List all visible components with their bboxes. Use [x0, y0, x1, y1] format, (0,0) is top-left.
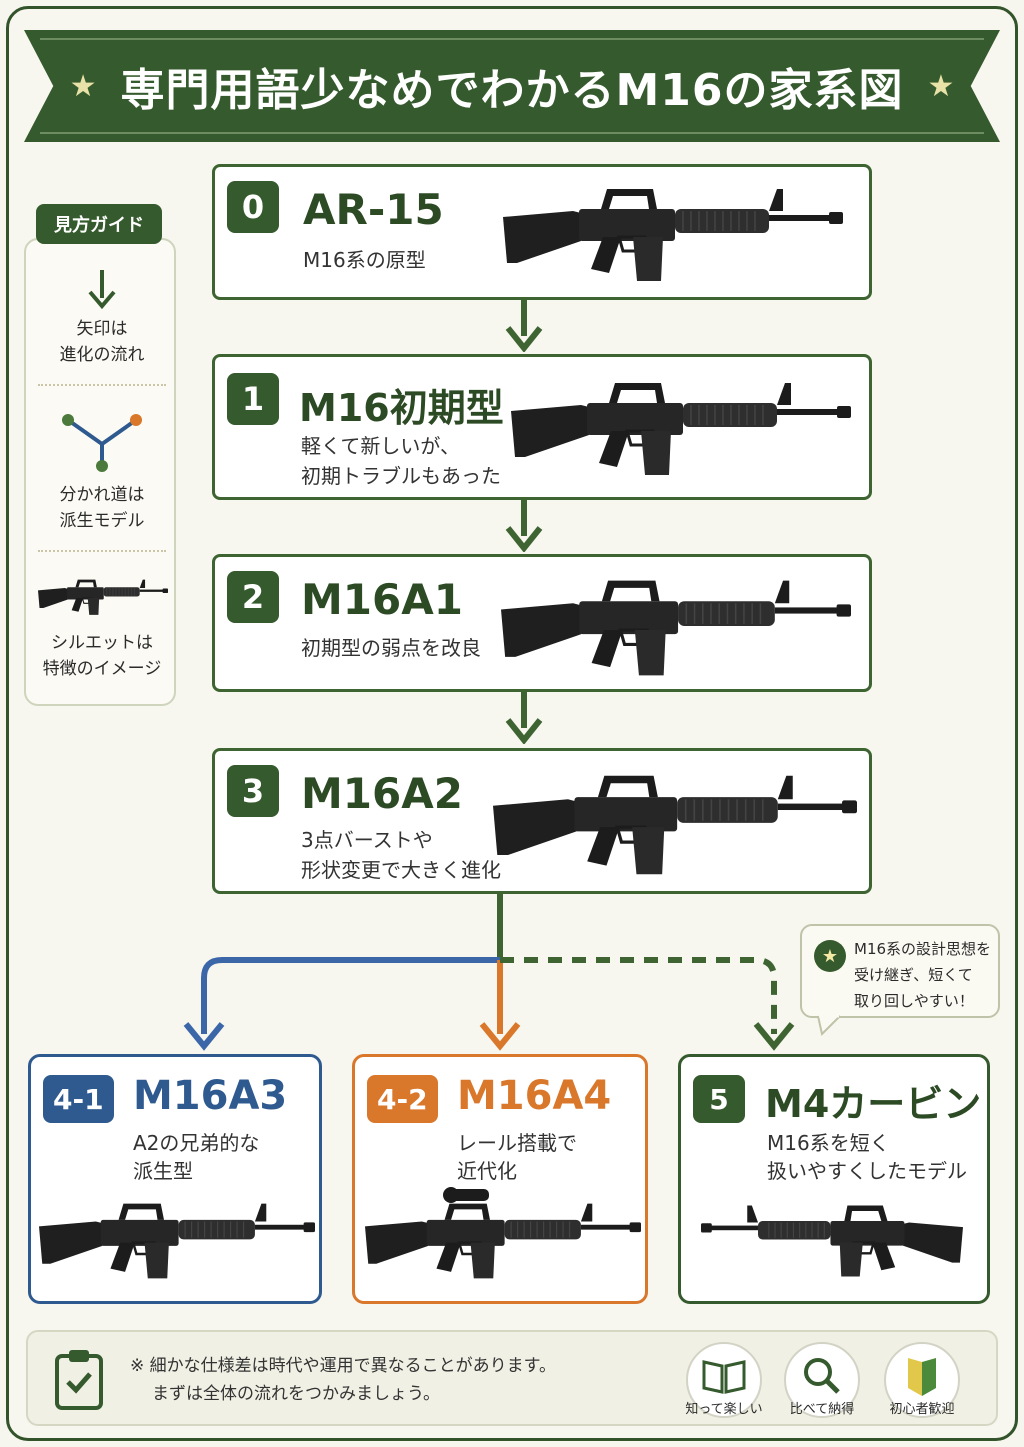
card-m16a1: 2 M16A1 初期型の弱点を改良	[212, 554, 872, 692]
card-title: M16A3	[133, 1073, 288, 1119]
step-number: 1	[227, 373, 279, 425]
down-arrow-icon	[88, 270, 116, 310]
footer-note: ※ 細かな仕様差は時代や運用で異なることがあります。 まずは全体の流れをつかみま…	[130, 1352, 556, 1408]
page-title: 専門用語少なめでわかるM16の家系図	[120, 65, 904, 116]
callout-line: M16系の設計思想を	[854, 940, 992, 958]
book-icon	[686, 1342, 762, 1418]
card-desc: レール搭載で 近代化	[457, 1129, 577, 1185]
card-title: M16初期型	[299, 386, 504, 430]
card-title: M16A4	[457, 1073, 612, 1119]
divider	[38, 384, 166, 386]
guide-panel: 矢印は 進化の流れ 分かれ道は 派生モデル シルエットは 特徴のイメージ	[24, 238, 176, 706]
callout-line: 取り回しやすい！	[854, 992, 974, 1010]
magnifier-icon	[784, 1342, 860, 1418]
variant-tag: 4-1	[43, 1075, 114, 1123]
footer-icon-label: 初心者歓迎	[889, 1402, 955, 1417]
card-m16-early: 1 M16初期型 軽くて新しいが、 初期トラブルもあった	[212, 354, 872, 500]
card-desc: A2の兄弟的な 派生型	[133, 1129, 259, 1185]
footer-icon-label: 比べて納得	[789, 1402, 855, 1417]
desc-line: 軽くて新しいが、	[301, 434, 460, 458]
m4-carbine-rifle-image	[701, 1204, 963, 1278]
guide-text: 矢印は	[76, 319, 128, 339]
card-desc: 3点バーストや 形状変更で大きく進化	[301, 825, 501, 885]
star-icon: ★	[69, 68, 97, 104]
clipboard-check-icon	[55, 1350, 103, 1410]
card-desc: M16系の原型	[303, 245, 426, 275]
star-icon: ★	[927, 68, 955, 104]
guide-text: シルエットは	[51, 633, 153, 653]
step-number: 3	[227, 765, 279, 817]
card-m4-carbine: 5 M4カービン M16系を短く 扱いやすくしたモデル	[678, 1054, 990, 1304]
card-desc: 軽くて新しいが、 初期トラブルもあった	[301, 431, 501, 491]
bubble-tail	[817, 1014, 841, 1036]
desc-line: M16系の原型	[303, 248, 426, 272]
scope-icon	[443, 1187, 489, 1203]
note-line: まずは全体の流れをつかみましょう。	[152, 1384, 440, 1404]
footer-icon-label: 知って楽しい	[685, 1402, 763, 1417]
m4-callout-bubble: ★ M16系の設計思想を 受け継ぎ、短くて 取り回しやすい！	[800, 924, 1000, 1018]
desc-line: 初期型の弱点を改良	[301, 636, 481, 660]
desc-line: 3点バーストや	[301, 828, 433, 852]
guide-item-arrow: 矢印は 進化の流れ	[26, 316, 178, 368]
branch-connectors	[183, 894, 795, 1051]
m16a3-rifle-image	[39, 1202, 315, 1280]
card-ar15: 0 AR-15 M16系の原型	[212, 164, 872, 300]
card-title: M4カービン	[765, 1082, 982, 1126]
desc-line: レール搭載で	[457, 1131, 577, 1155]
guide-text: 派生モデル	[59, 511, 145, 531]
card-title: AR-15	[303, 185, 444, 234]
guide-item-branch: 分かれ道は 派生モデル	[26, 482, 178, 534]
m16a4-rifle-image	[365, 1202, 641, 1280]
callout-line: 受け継ぎ、短くて	[854, 966, 973, 984]
desc-line: 初期トラブルもあった	[301, 464, 501, 488]
footer-panel: ※ 細かな仕様差は時代や運用で異なることがあります。 まずは全体の流れをつかみま…	[26, 1330, 998, 1426]
branch-icon	[62, 414, 142, 472]
card-title: M16A2	[301, 769, 463, 818]
card-m16a4: 4-2 M16A4 レール搭載で 近代化	[352, 1054, 648, 1304]
desc-line: 形状変更で大きく進化	[301, 858, 501, 882]
step-number: 0	[227, 181, 279, 233]
step-number: 2	[227, 571, 279, 623]
guide-heading: 見方ガイド	[36, 204, 162, 244]
title-banner	[24, 30, 1000, 142]
divider	[38, 550, 166, 552]
card-title: M16A1	[301, 575, 463, 624]
title-banner-inner: ★ 専門用語少なめでわかるM16の家系図 ★	[40, 38, 984, 134]
beginner-mark-icon	[884, 1342, 960, 1418]
down-arrow-icon	[505, 300, 543, 352]
card-m16a2: 3 M16A2 3点バーストや 形状変更で大きく進化	[212, 748, 872, 894]
card-desc: M16系を短く 扱いやすくしたモデル	[767, 1129, 967, 1185]
callout-text: M16系の設計思想を 受け継ぎ、短くて 取り回しやすい！	[854, 936, 991, 1014]
card-m16a3: 4-1 M16A3 A2の兄弟的な 派生型	[28, 1054, 322, 1304]
desc-line: 扱いやすくしたモデル	[767, 1159, 967, 1183]
guide-text: 特徴のイメージ	[42, 659, 162, 679]
down-arrow-icon	[505, 500, 543, 552]
star-icon: ★	[814, 940, 846, 972]
card-desc: 初期型の弱点を改良	[301, 633, 481, 663]
note-line: ※ 細かな仕様差は時代や運用で異なることがあります。	[130, 1356, 556, 1376]
guide-text: 分かれ道は	[59, 485, 145, 505]
desc-line: 近代化	[457, 1159, 517, 1183]
desc-line: A2の兄弟的な	[133, 1131, 260, 1155]
desc-line: M16系を短く	[767, 1131, 890, 1155]
guide-text: 進化の流れ	[59, 345, 145, 365]
variant-tag: 5	[693, 1075, 745, 1123]
desc-line: 派生型	[133, 1159, 193, 1183]
guide-item-silhouette: シルエットは 特徴のイメージ	[26, 630, 178, 682]
down-arrow-icon	[505, 692, 543, 744]
variant-tag: 4-2	[367, 1075, 438, 1123]
